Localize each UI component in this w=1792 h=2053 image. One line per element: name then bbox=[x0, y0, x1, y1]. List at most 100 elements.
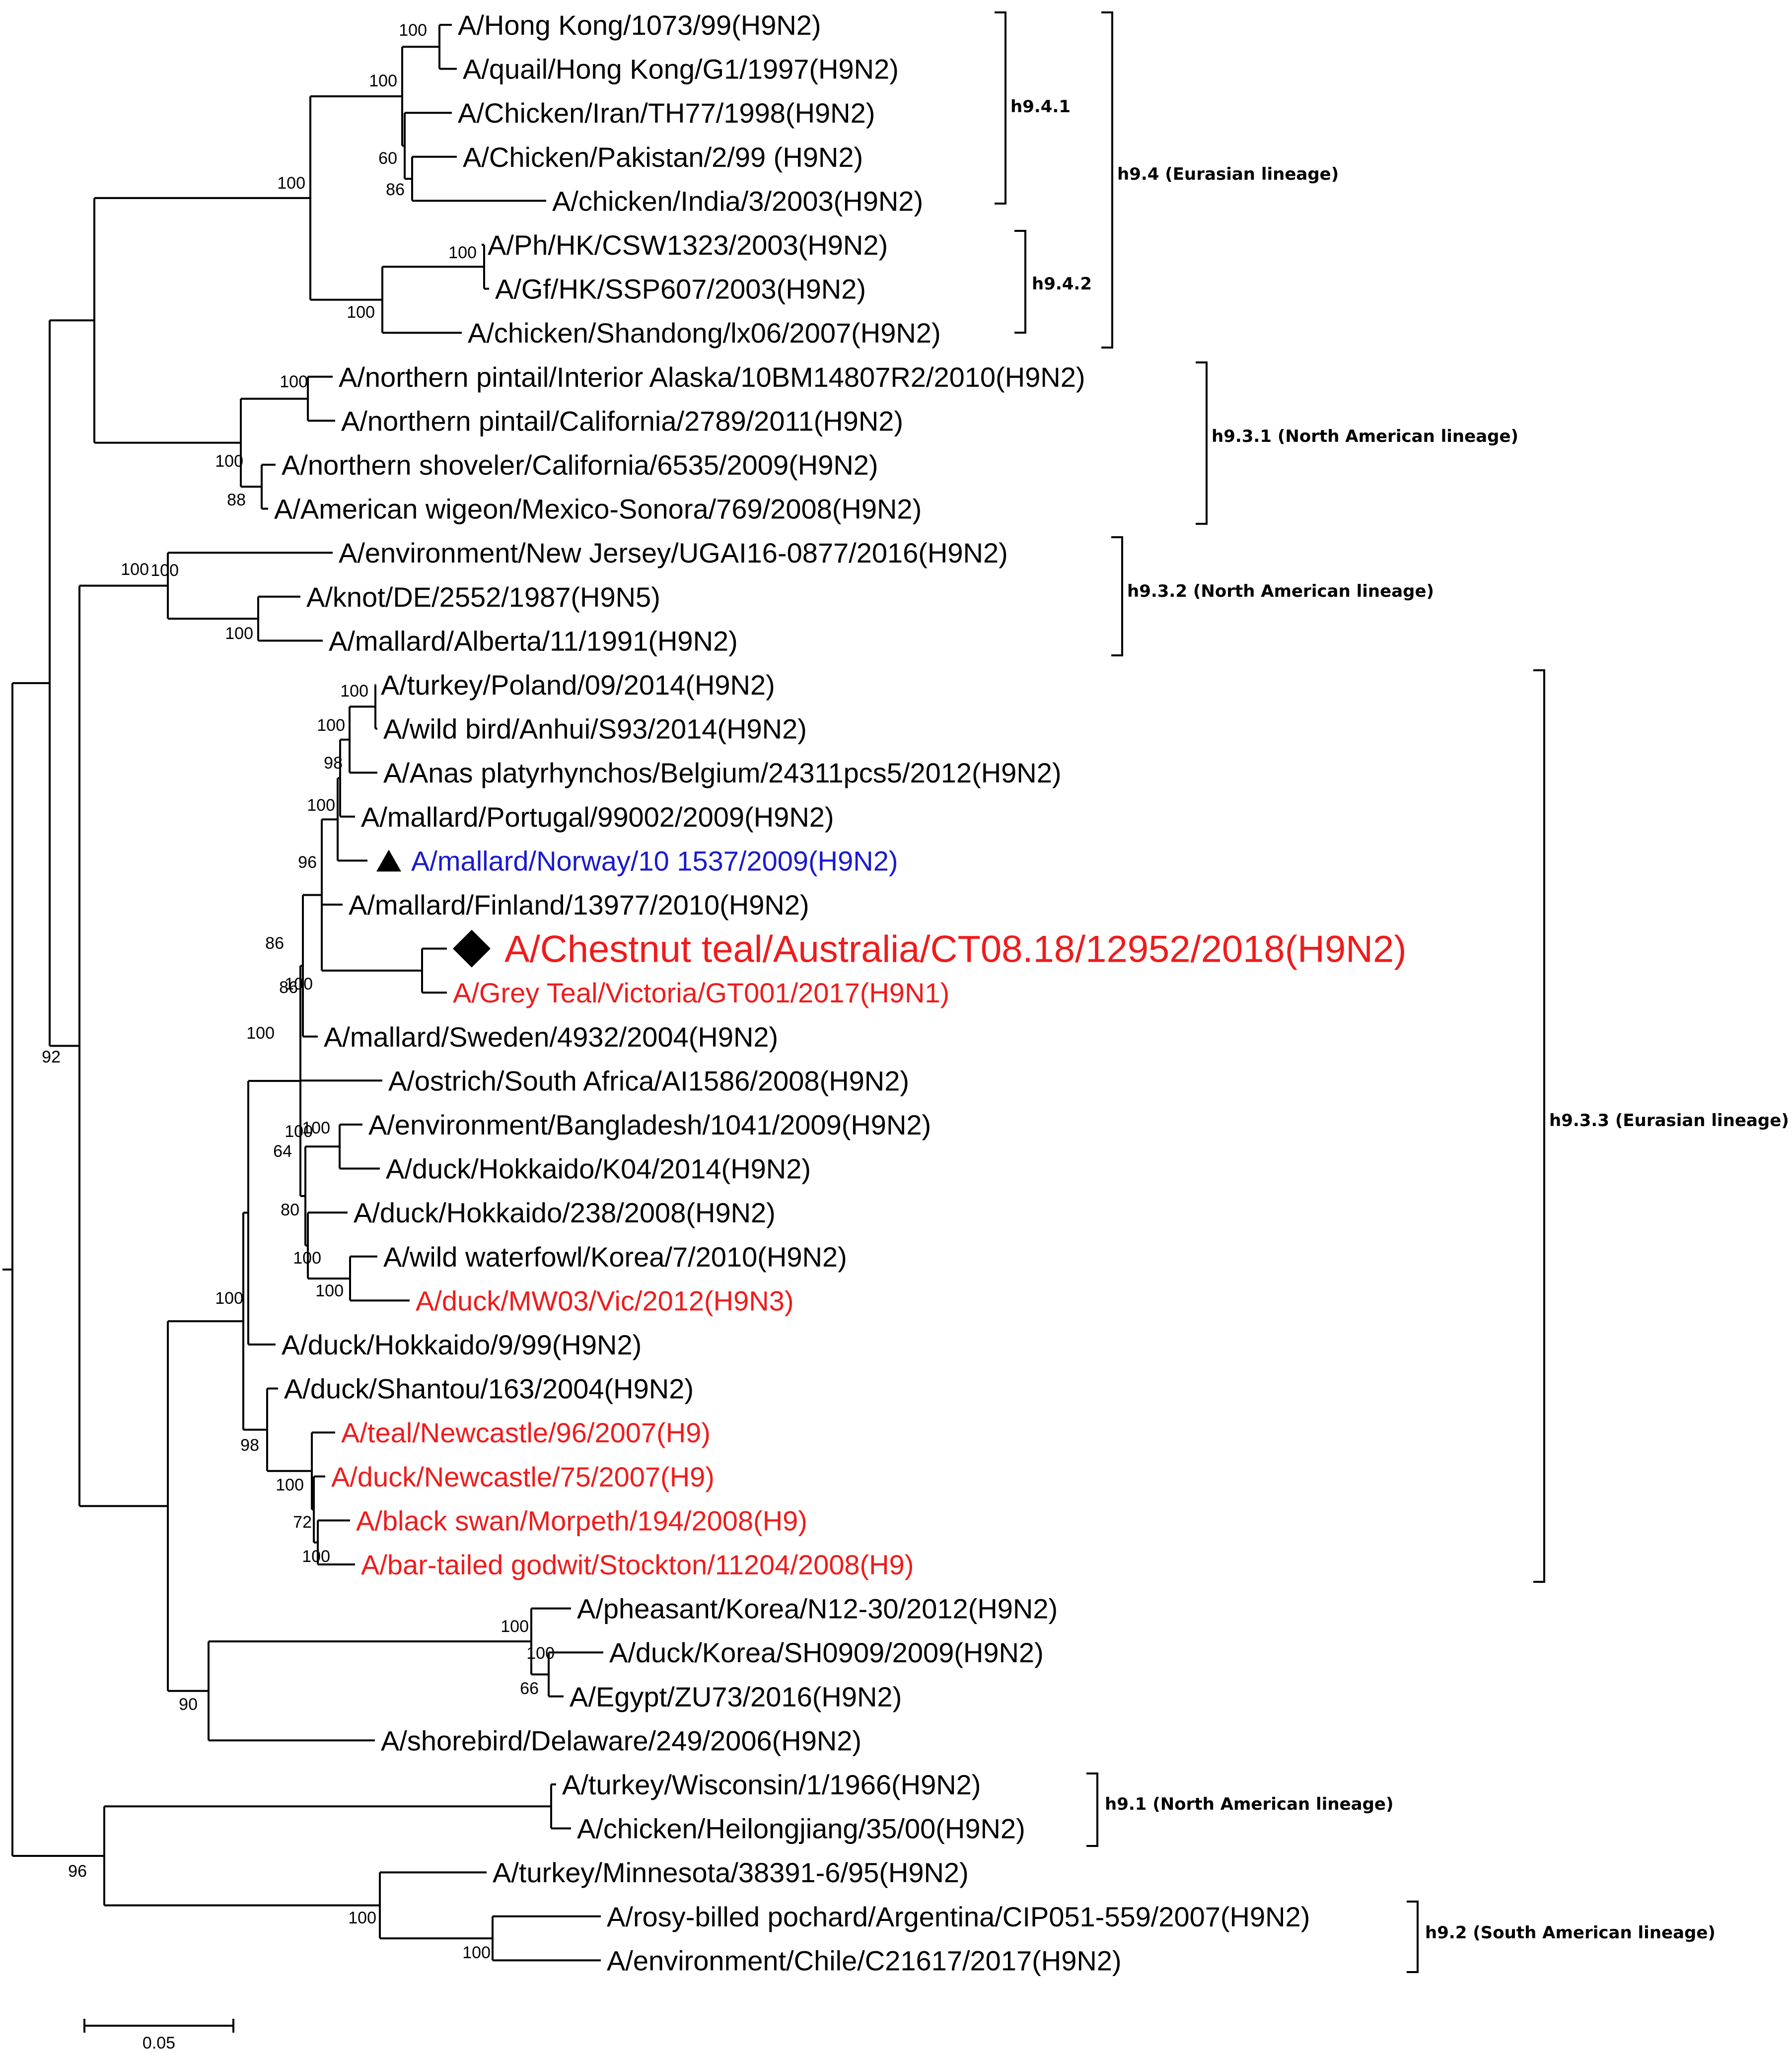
taxon-label: A/duck/Korea/SH0909/2009(H9N2) bbox=[609, 1637, 1044, 1668]
clade-label: h9.3.3 (Eurasian lineage) bbox=[1549, 1111, 1789, 1131]
taxon-label: A/turkey/Poland/09/2014(H9N2) bbox=[381, 669, 775, 701]
taxon-label: A/northern pintail/California/2789/2011(… bbox=[341, 405, 903, 436]
clade-label: h9.2 (South American lineage) bbox=[1425, 1923, 1716, 1943]
taxon-label: A/northern pintail/Interior Alaska/10BM1… bbox=[339, 361, 1085, 393]
bootstrap-value: 100 bbox=[501, 1617, 529, 1636]
bootstrap-value: 100 bbox=[347, 303, 375, 322]
bootstrap-value: 86 bbox=[279, 978, 298, 997]
bootstrap-value: 100 bbox=[307, 796, 335, 815]
bootstrap-value: 100 bbox=[302, 1547, 330, 1566]
taxon-label: A/mallard/Sweden/4932/2004(H9N2) bbox=[324, 1021, 778, 1053]
bootstrap-value: 86 bbox=[265, 934, 284, 953]
taxon-label: A/mallard/Finland/13977/2010(H9N2) bbox=[349, 889, 809, 920]
bootstrap-value: 100 bbox=[285, 1122, 313, 1141]
scale-bar-label: 0.05 bbox=[143, 2034, 175, 2053]
taxon-label: A/Egypt/ZU73/2016(H9N2) bbox=[570, 1681, 902, 1712]
bootstrap-value: 100 bbox=[121, 560, 149, 579]
taxon-label: A/wild bird/Anhui/S93/2014(H9N2) bbox=[383, 713, 807, 745]
bootstrap-value: 80 bbox=[281, 1201, 299, 1219]
bootstrap-value: 100 bbox=[462, 1943, 491, 1962]
scale-bar: 0.05 bbox=[83, 2019, 234, 2053]
clade-label: h9.1 (North American lineage) bbox=[1105, 1794, 1394, 1814]
taxon-label: A/rosy-billed pochard/Argentina/CIP051-5… bbox=[607, 1901, 1310, 1932]
bootstrap-value: 100 bbox=[215, 452, 243, 471]
bootstrap-value: 88 bbox=[227, 491, 246, 509]
taxon-label: A/chicken/India/3/2003(H9N2) bbox=[552, 185, 923, 216]
bootstrap-value: 64 bbox=[273, 1142, 292, 1161]
clade-bracket bbox=[1014, 230, 1026, 334]
clade-bracket bbox=[1086, 1772, 1098, 1847]
clade-label: h9.3.2 (North American lineage) bbox=[1127, 581, 1434, 601]
bootstrap-value: 100 bbox=[225, 624, 253, 643]
bootstrap-value: 98 bbox=[240, 1436, 259, 1455]
bootstrap-value: 96 bbox=[298, 853, 317, 872]
taxon-label: A/Ph/HK/CSW1323/2003(H9N2) bbox=[488, 229, 888, 261]
taxon-label: A/Gf/HK/SSP607/2003(H9N2) bbox=[495, 274, 866, 305]
clade-brackets bbox=[995, 11, 1545, 1973]
bootstrap-value: 100 bbox=[293, 1249, 321, 1268]
taxon-labels: A/Hong Kong/1073/99(H9N2)A/quail/Hong Ko… bbox=[274, 9, 1407, 1976]
bootstrap-value: 100 bbox=[276, 1476, 304, 1494]
tree-branches bbox=[2, 24, 603, 1962]
taxon-label: A/northern shoveler/California/6535/2009… bbox=[282, 449, 878, 481]
taxon-label: A/knot/DE/2552/1987(H9N5) bbox=[306, 581, 660, 613]
taxon-label: A/duck/Hokkaido/9/99(H9N2) bbox=[282, 1329, 642, 1360]
taxon-label: A/duck/Newcastle/75/2007(H9) bbox=[331, 1461, 715, 1492]
bootstrap-value: 98 bbox=[324, 754, 343, 773]
taxon-label: A/mallard/Norway/10 1537/2009(H9N2) bbox=[411, 845, 898, 876]
clade-label: h9.4.1 bbox=[1010, 97, 1071, 117]
bootstrap-value: 100 bbox=[369, 71, 397, 90]
taxon-label: A/shorebird/Delaware/249/2006(H9N2) bbox=[381, 1725, 861, 1756]
taxon-label: A/mallard/Portugal/99002/2009(H9N2) bbox=[361, 801, 834, 833]
bootstrap-value: 100 bbox=[302, 1119, 330, 1137]
clade-bracket bbox=[1101, 11, 1113, 349]
bootstrap-value: 100 bbox=[340, 682, 368, 701]
triangle-marker-icon bbox=[376, 850, 401, 872]
bootstrap-value: 86 bbox=[386, 180, 405, 199]
taxon-label: A/Grey Teal/Victoria/GT001/2017(H9N1) bbox=[453, 977, 949, 1008]
taxon-label: A/black swan/Morpeth/194/2008(H9) bbox=[356, 1505, 807, 1536]
bootstrap-values: 1001006086100100100861001008810010010010… bbox=[42, 21, 555, 1962]
bootstrap-value: 100 bbox=[280, 372, 308, 391]
bootstrap-value: 100 bbox=[150, 561, 179, 580]
taxon-label: A/turkey/Wisconsin/1/1966(H9N2) bbox=[562, 1769, 981, 1800]
taxon-label: A/Chestnut teal/Australia/CT08.18/12952/… bbox=[504, 928, 1407, 971]
clade-label: h9.4.2 bbox=[1032, 274, 1092, 294]
bootstrap-value: 100 bbox=[399, 21, 427, 40]
bootstrap-value: 90 bbox=[179, 1695, 198, 1714]
bootstrap-value: 60 bbox=[378, 149, 397, 168]
bootstrap-value: 100 bbox=[317, 716, 345, 735]
taxon-label: A/quail/Hong Kong/G1/1997(H9N2) bbox=[463, 54, 899, 85]
bootstrap-value: 100 bbox=[315, 1281, 344, 1300]
clade-bracket bbox=[1196, 361, 1208, 525]
taxon-label: A/duck/Hokkaido/K04/2014(H9N2) bbox=[386, 1153, 811, 1185]
clade-bracket bbox=[1111, 536, 1123, 656]
bootstrap-value: 92 bbox=[42, 1048, 61, 1066]
taxon-label: A/bar-tailed godwit/Stockton/11204/2008(… bbox=[361, 1549, 914, 1580]
bootstrap-value: 96 bbox=[68, 1862, 87, 1881]
clade-labels: h9.4.1 h9.4.2 h9.4 (Eurasian lineage) h9.3.… bbox=[1010, 97, 1789, 1943]
taxon-label: A/turkey/Minnesota/38391-6/95(H9N2) bbox=[493, 1857, 969, 1888]
taxon-label: A/Chicken/Iran/TH77/1998(H9N2) bbox=[458, 97, 875, 129]
clade-bracket bbox=[1407, 1901, 1419, 1973]
taxon-label: A/chicken/Heilongjiang/35/00(H9N2) bbox=[577, 1813, 1025, 1844]
bootstrap-value: 100 bbox=[348, 1909, 376, 1927]
bootstrap-value: 100 bbox=[285, 975, 313, 993]
taxon-label: A/Chicken/Pakistan/2/99 (H9N2) bbox=[463, 142, 863, 173]
taxon-label: A/pheasant/Korea/N12-30/2012(H9N2) bbox=[577, 1593, 1058, 1625]
taxon-label: A/wild waterfowl/Korea/7/2010(H9N2) bbox=[383, 1241, 847, 1273]
taxon-label: A/mallard/Alberta/11/1991(H9N2) bbox=[329, 625, 738, 656]
taxon-label: A/American wigeon/Mexico-Sonora/769/2008… bbox=[274, 494, 922, 525]
clade-label: h9.4 (Eurasian lineage) bbox=[1117, 164, 1339, 184]
taxon-label: A/teal/Newcastle/96/2007(H9) bbox=[341, 1417, 711, 1448]
clade-bracket bbox=[995, 11, 1006, 205]
taxon-label: A/Anas platyrhynchos/Belgium/24311pcs5/2… bbox=[383, 757, 1062, 788]
bootstrap-value: 66 bbox=[520, 1679, 539, 1698]
taxon-label: A/ostrich/South Africa/AI1586/2008(H9N2) bbox=[388, 1065, 909, 1096]
clade-label: h9.3.1 (North American lineage) bbox=[1212, 426, 1518, 446]
taxon-label: A/duck/MW03/Vic/2012(H9N3) bbox=[416, 1285, 794, 1316]
taxon-label: A/chicken/Shandong/lx06/2007(H9N2) bbox=[468, 317, 941, 349]
taxon-label: A/duck/Shantou/163/2004(H9N2) bbox=[284, 1373, 694, 1405]
bootstrap-value: 100 bbox=[277, 174, 305, 193]
